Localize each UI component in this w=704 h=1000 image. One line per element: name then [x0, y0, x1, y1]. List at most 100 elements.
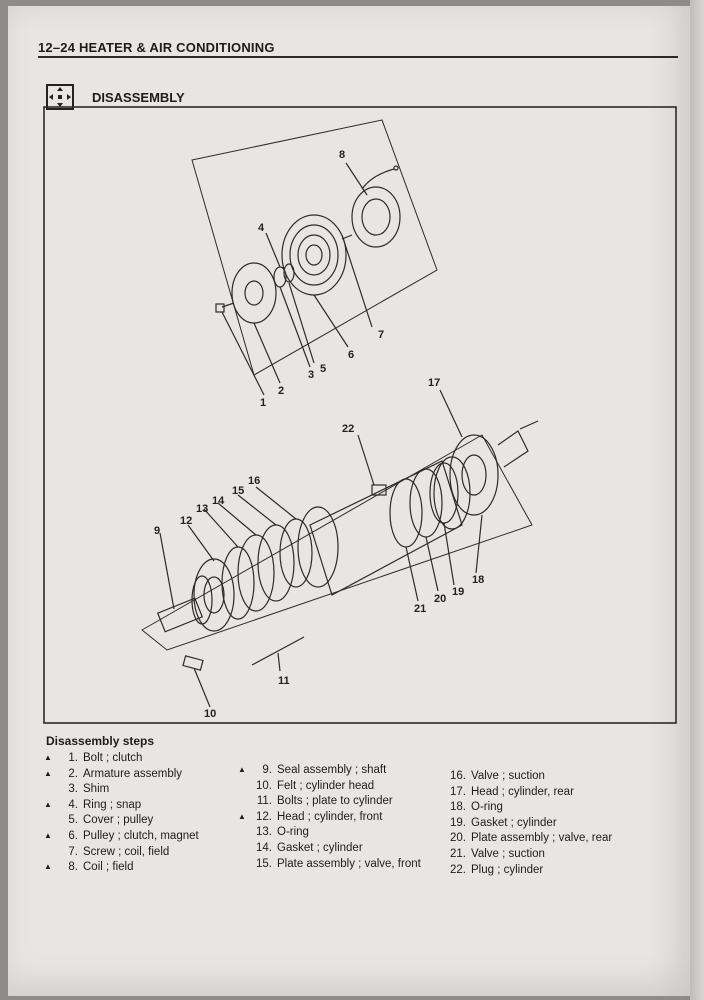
step-number: 22.	[450, 863, 466, 876]
callout-18: 18	[472, 574, 485, 586]
important-mark: ▲	[44, 830, 52, 840]
step-text: Gasket ; cylinder	[471, 816, 557, 829]
step-text: Plate assembly ; valve, rear	[471, 832, 613, 845]
step-item: ▲ 12. Head ; cylinder, front	[238, 811, 421, 827]
exploded-view-diagram: 8 4 7 6 5 3 2 1 17 22 16 15 14 13 12 9 1…	[42, 105, 680, 731]
callout-13: 13	[196, 503, 209, 515]
callout-2: 2	[278, 385, 285, 397]
step-text: Head ; cylinder, rear	[471, 785, 574, 798]
important-mark: ▲	[44, 753, 52, 762]
step-number: 7.	[68, 845, 78, 858]
callout-22: 22	[342, 423, 355, 435]
manual-page	[8, 6, 690, 996]
callout-12: 12	[180, 515, 193, 527]
callout-3: 3	[308, 369, 315, 381]
step-number: 5.	[68, 814, 78, 827]
step-number: 12.	[256, 810, 272, 823]
step-number: 2.	[68, 767, 78, 780]
step-number: 20.	[450, 832, 466, 845]
step-number: 16.	[450, 770, 466, 782]
step-number: 3.	[68, 783, 78, 796]
step-text: Seal assembly ; shaft	[277, 764, 387, 776]
step-text: Cover ; pulley	[83, 814, 154, 827]
step-text: O-ring	[471, 801, 503, 814]
callout-1: 1	[260, 397, 267, 409]
callout-5: 5	[320, 363, 327, 375]
step-item: 13. O-ring	[238, 826, 421, 842]
step-text: Coil ; field	[83, 861, 134, 874]
callout-20: 20	[434, 593, 447, 605]
important-mark: ▲	[238, 765, 246, 774]
step-item: 5. Cover ; pulley	[44, 814, 199, 830]
header-rule	[38, 56, 678, 58]
step-text: Head ; cylinder, front	[277, 810, 383, 823]
step-item: 14. Gasket ; cylinder	[238, 842, 421, 858]
step-text: Valve ; suction	[471, 847, 545, 860]
callout-16: 16	[248, 475, 261, 487]
step-item: 3. Shim	[44, 783, 199, 799]
step-number: 6.	[68, 829, 78, 842]
step-text: Bolt ; clutch	[83, 752, 143, 764]
step-number: 14.	[256, 841, 272, 854]
step-text: Screw ; coil, field	[83, 845, 170, 858]
step-number: 21.	[450, 847, 466, 860]
important-mark: ▲	[238, 811, 246, 821]
step-text: Armature assembly	[83, 767, 183, 780]
step-item: 16.Valve ; suction	[446, 770, 612, 786]
page-edge	[690, 0, 704, 1000]
step-number: 19.	[450, 816, 466, 829]
callout-6: 6	[348, 349, 355, 361]
step-number: 10.	[256, 779, 272, 792]
callout-21: 21	[414, 603, 427, 615]
steps-column-2: ▲ 9. Seal assembly ; shaft 10. Felt ; cylin…	[238, 764, 421, 873]
step-item: 20. Plate assembly ; valve, rear	[446, 832, 612, 848]
callout-19: 19	[452, 586, 465, 598]
step-number: 18.	[450, 801, 466, 814]
step-item: 22. Plug ; cylinder	[446, 864, 612, 880]
step-text: Gasket ; cylinder	[277, 841, 363, 854]
step-item: 7. Screw ; coil, field	[44, 846, 199, 862]
disassembly-arrows-icon	[46, 84, 74, 110]
step-number: 11.	[256, 795, 272, 808]
step-item: ▲ 9. Seal assembly ; shaft	[238, 764, 421, 780]
step-text: O-ring	[277, 826, 309, 839]
callout-11: 11	[278, 675, 290, 687]
steps-column-3: 16.Valve ; suction 17.Head ; cylinder, r…	[446, 770, 612, 879]
step-item: 19. Gasket ; cylinder	[446, 817, 612, 833]
step-text: Bolts ; plate to cylinder	[277, 795, 393, 808]
step-number: 15.	[256, 857, 272, 870]
steps-title: Disassembly steps	[46, 734, 155, 748]
step-number: 13.	[256, 826, 272, 839]
callout-8: 8	[339, 149, 346, 161]
compressor-exploded-drawing	[43, 106, 677, 724]
step-text: Shim	[83, 783, 110, 796]
callout-7: 7	[378, 329, 385, 341]
step-item: 21. Valve ; suction	[446, 848, 612, 864]
step-number: 9.	[262, 764, 272, 776]
callout-15: 15	[232, 485, 245, 497]
section-title: DISASSEMBLY	[92, 90, 185, 105]
step-item: 15. Plate assembly ; valve, front	[238, 858, 421, 874]
callout-17: 17	[428, 377, 441, 389]
callout-9: 9	[154, 525, 161, 537]
step-item: ▲ 1. Bolt ; clutch	[44, 752, 199, 768]
step-text: Plate assembly ; valve, front	[277, 857, 421, 870]
callout-14: 14	[212, 495, 225, 507]
step-text: Pulley ; clutch, magnet	[83, 829, 199, 842]
step-item: ▲ 6. Pulley ; clutch, magnet	[44, 830, 199, 846]
important-mark: ▲	[44, 768, 52, 778]
step-text: Felt ; cylinder head	[277, 779, 375, 792]
step-number: 4.	[68, 798, 78, 811]
callout-4: 4	[258, 222, 265, 234]
steps-column-1: ▲ 1. Bolt ; clutch ▲ 2. Armature assembly 3.…	[44, 752, 199, 877]
step-item: 11. Bolts ; plate to cylinder	[238, 795, 421, 811]
step-item: 18. O-ring	[446, 801, 612, 817]
step-number: 17.	[450, 785, 466, 798]
step-item: 10. Felt ; cylinder head	[238, 780, 421, 796]
step-item: ▲ 4. Ring ; snap	[44, 799, 199, 815]
step-number: 1.	[68, 752, 78, 764]
step-text: Plug ; cylinder	[471, 863, 544, 876]
step-number: 8.	[68, 861, 78, 874]
important-mark: ▲	[44, 799, 52, 809]
step-text: Ring ; snap	[83, 798, 142, 811]
